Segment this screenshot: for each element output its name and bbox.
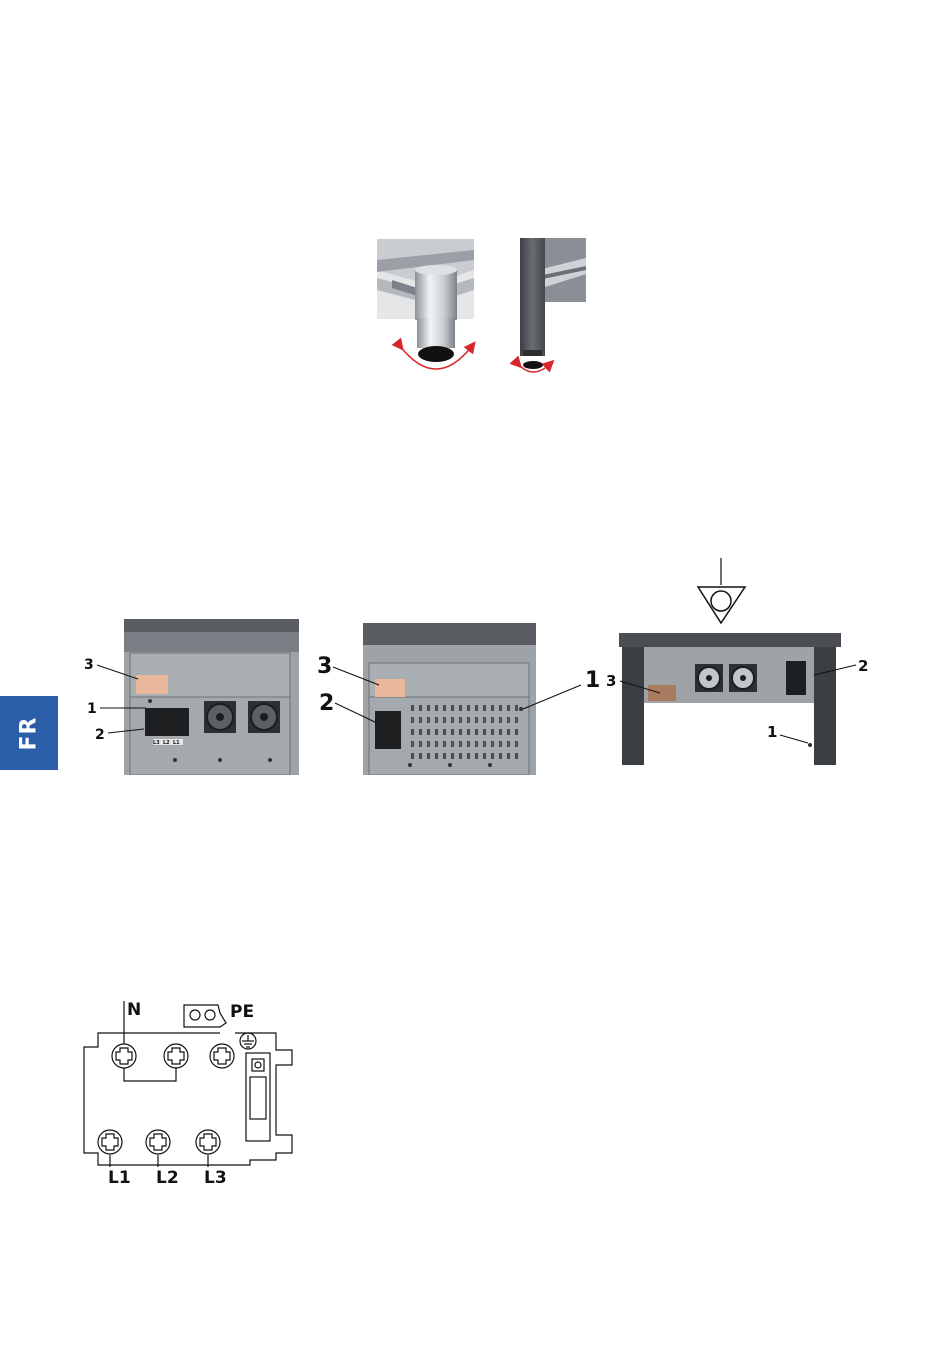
rear-view-panel-a: 3 1 2 L3 L2 L1 — [80, 615, 305, 775]
terminal-label-l3: L3 — [153, 740, 160, 746]
label-earth: PE — [230, 1002, 254, 1022]
terminal-screw-icon — [164, 1044, 188, 1068]
callout-3: 3 — [317, 654, 332, 679]
inverted-triangle-symbol — [698, 558, 745, 623]
table-leg — [622, 647, 644, 765]
language-tab: FR — [0, 696, 58, 770]
square-foot-image — [518, 238, 586, 372]
round-foot-image — [377, 239, 474, 369]
terminal-block-diagram: N PE L1 L2 L3 — [80, 995, 310, 1190]
label-l2: L2 — [156, 1168, 179, 1188]
rear-view-panel-c: 2 3 1 — [598, 555, 880, 770]
callout-2: 2 — [319, 691, 334, 716]
label-l3: L3 — [204, 1168, 227, 1188]
fan-icon — [695, 664, 723, 692]
label-l1: L1 — [108, 1168, 131, 1188]
fan-icon — [204, 701, 236, 733]
rear-view-panel-b: 3 2 1 — [315, 615, 605, 775]
callout-3: 3 — [84, 657, 94, 673]
terminal-screw-icon — [146, 1130, 170, 1154]
terminal-screw-icon — [210, 1044, 234, 1068]
table-leg — [814, 647, 836, 765]
fan-icon — [729, 664, 757, 692]
rating-plate — [375, 679, 405, 697]
callout-1: 1 — [767, 723, 777, 741]
fan-icon — [248, 701, 280, 733]
callout-3: 3 — [606, 672, 616, 690]
main-switch — [145, 708, 189, 736]
callout-1: 1 — [87, 701, 97, 717]
main-switch — [786, 661, 806, 695]
rating-plate — [136, 675, 168, 694]
terminal-label-l2: L2 — [163, 740, 170, 746]
terminal-screw-icon — [98, 1130, 122, 1154]
label-neutral: N — [127, 1000, 141, 1020]
callout-2: 2 — [95, 727, 105, 743]
terminal-label-l1: L1 — [173, 740, 180, 746]
terminal-screw-icon — [196, 1130, 220, 1154]
adjustable-feet-figure — [370, 230, 595, 390]
main-switch — [375, 711, 401, 749]
rating-plate — [648, 685, 676, 701]
callout-2: 2 — [858, 657, 868, 675]
terminal-screw-icon — [112, 1044, 136, 1068]
language-tab-label: FR — [17, 716, 42, 750]
